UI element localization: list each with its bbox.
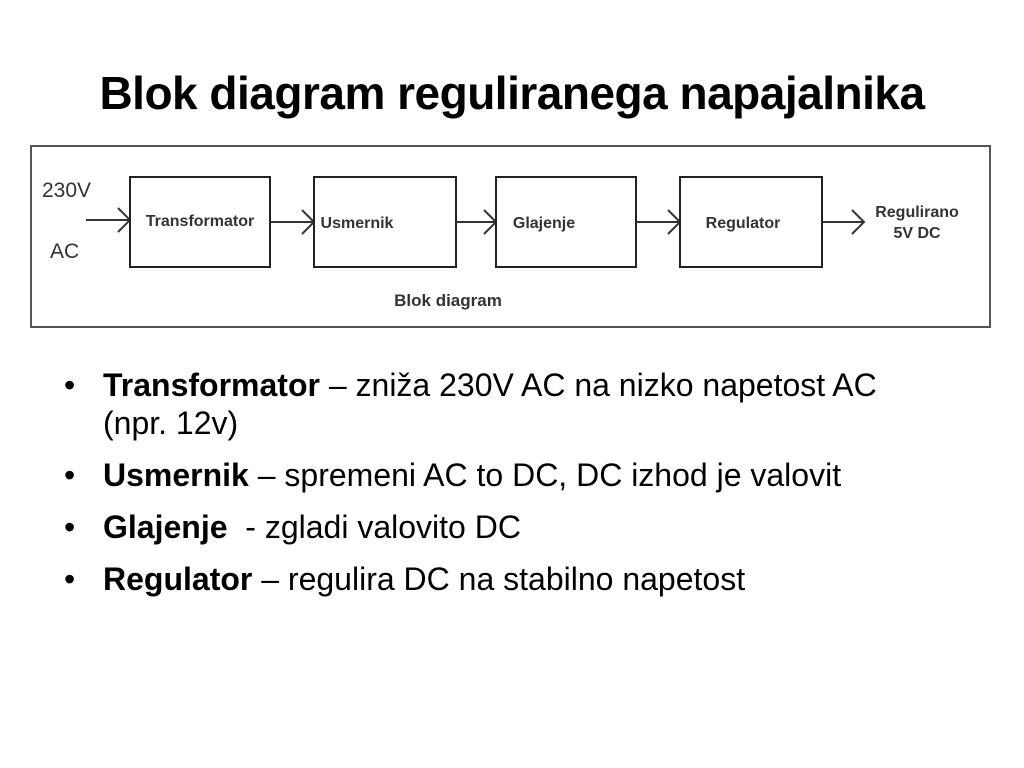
block-diagram-canvas: 230V AC Transformator Usmernik Glajenje [42, 176, 959, 310]
output-label-regulirano: Regulirano [875, 204, 959, 221]
arrow-3 [636, 209, 682, 235]
bullet-term: Transformator [103, 367, 320, 403]
bullet-item-usmernik: • Usmernik – spremeni AC to DC, DC izhod … [60, 456, 940, 494]
input-label-ac: AC [50, 240, 79, 263]
bullet-dot-icon: • [64, 509, 76, 545]
bullet-dot-icon: • [64, 457, 76, 493]
block-transformator-label: Transformator [146, 213, 254, 230]
output-label-5v-dc: 5V DC [893, 225, 941, 242]
arrow-1 [270, 209, 316, 235]
bullet-dot-icon: • [64, 367, 76, 403]
bullet-item-regulator: • Regulator – regulira DC na stabilno nap… [60, 560, 940, 598]
input-label-voltage: 230V [42, 179, 91, 202]
block-diagram: 230V AC Transformator Usmernik Glajenje [30, 145, 991, 328]
block-usmernik-label: Usmernik [321, 215, 394, 232]
bullet-description: – spremeni AC to DC, DC izhod je valovit [248, 457, 842, 493]
bullet-item-glajenje: • Glajenje - zgladi valovito DC [60, 508, 940, 546]
bullet-description: - zgladi valovito DC [227, 509, 521, 545]
block-usmernik [313, 176, 457, 268]
block-regulator [679, 176, 823, 268]
block-glajenje-label: Glajenje [513, 215, 575, 232]
output-arrow [822, 209, 866, 235]
bullet-term: Usmernik [103, 457, 249, 493]
bullet-term: Regulator [103, 561, 253, 597]
bullet-list: • Transformator – zniža 230V AC na nizko … [60, 366, 940, 612]
bullet-dot-icon: • [64, 561, 76, 597]
bullet-item-transformator: • Transformator – zniža 230V AC na nizko … [60, 366, 940, 442]
arrow-2 [456, 209, 498, 235]
block-glajenje [495, 176, 637, 268]
bullet-description: – regulira DC na stabilno napetost [252, 561, 746, 597]
bullet-description: – zniža 230V AC na nizko napetost AC (np… [103, 367, 886, 441]
input-arrow [86, 207, 132, 233]
bullet-term: Glajenje [103, 509, 228, 545]
diagram-caption: Blok diagram [394, 291, 502, 310]
block-regulator-label: Regulator [706, 215, 781, 232]
slide-title: Blok diagram reguliranega napajalnika [99, 67, 925, 119]
